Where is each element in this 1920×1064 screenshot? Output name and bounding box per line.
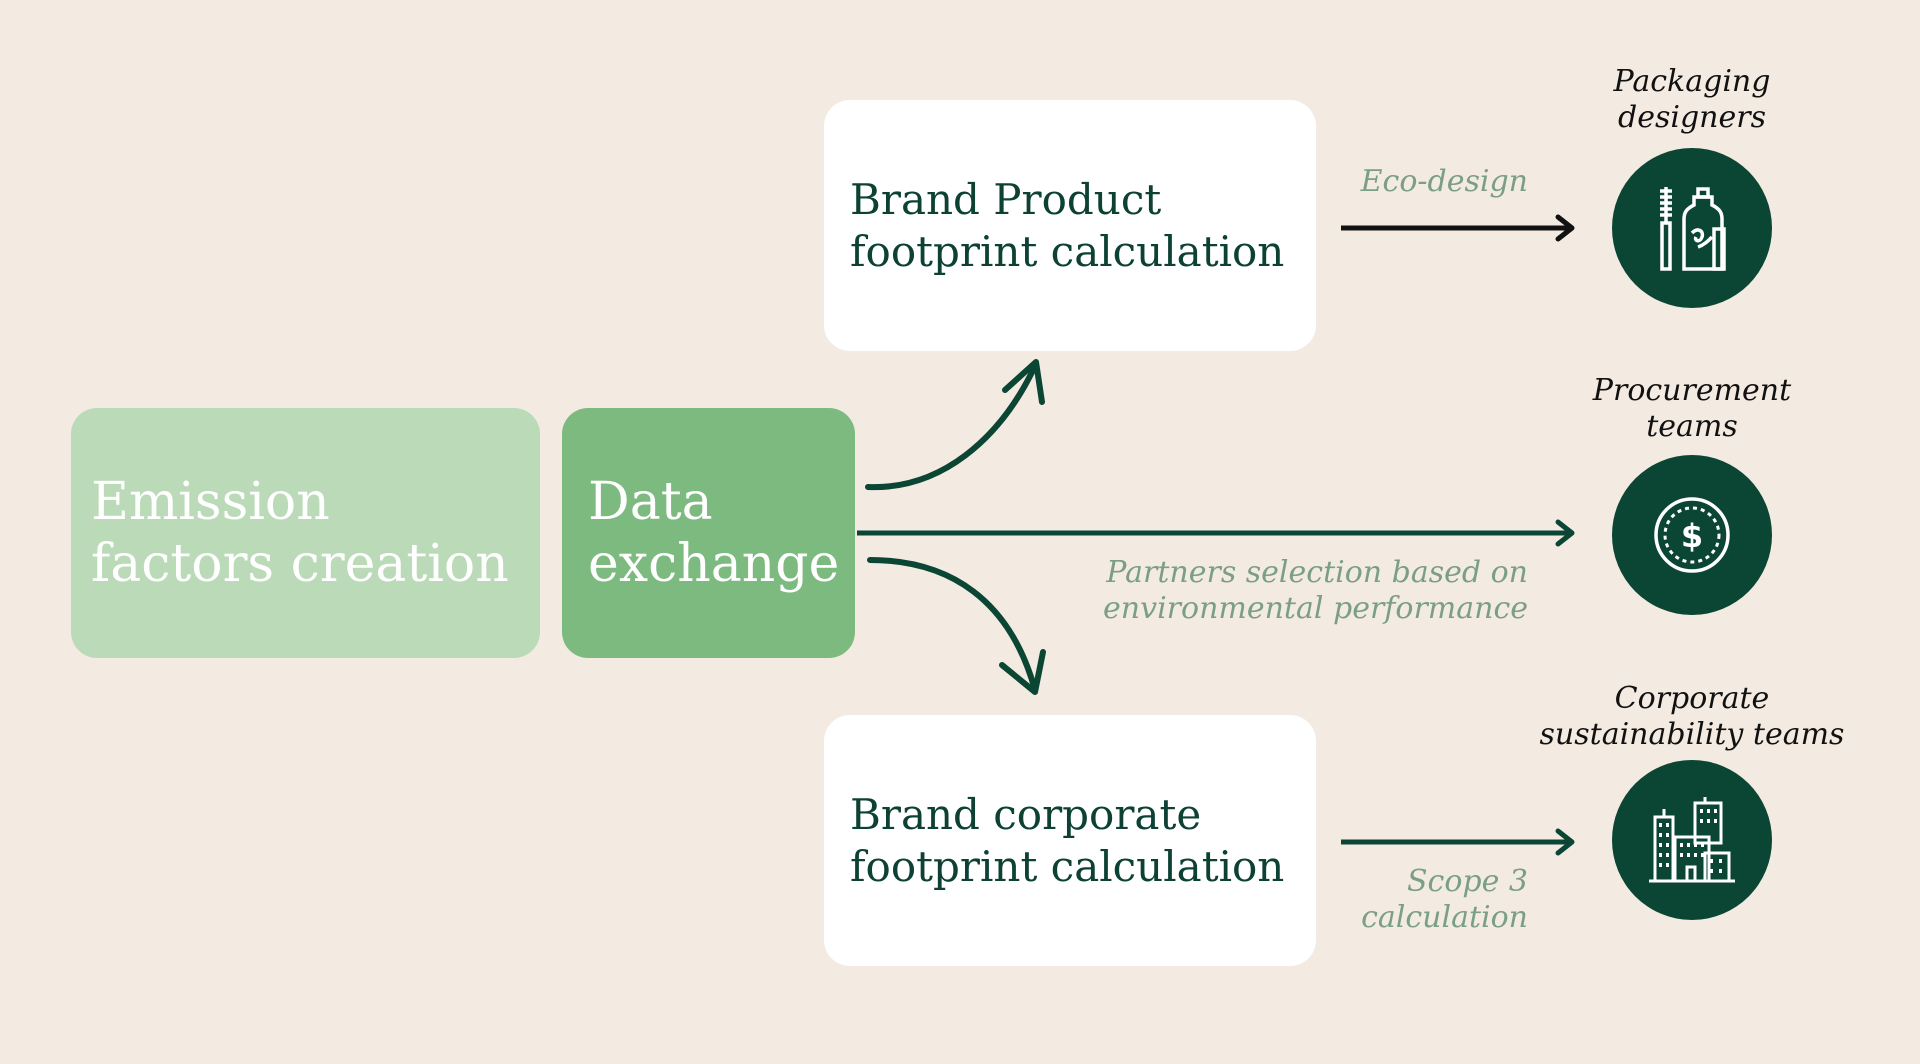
buildings-icon xyxy=(1649,797,1735,883)
audience-corporate-line1: Corporate xyxy=(1614,681,1770,716)
eco-design-label: Eco-design xyxy=(1360,164,1528,199)
arrowhead-scope3 xyxy=(1555,828,1575,856)
partners-line2: environmental performance xyxy=(1103,591,1528,626)
arrow-to-corporate-footprint xyxy=(867,557,1038,693)
product-footprint-line1: Brand Product xyxy=(850,174,1162,224)
product-footprint-box: Brand Product footprint calculation xyxy=(824,100,1316,351)
corporate-footprint-line1: Brand corporate xyxy=(850,789,1202,839)
scope3-line2: calculation xyxy=(1361,900,1528,935)
audience-corporate-line2: sustainability teams xyxy=(1539,717,1845,752)
data-exchange-box: Data exchange xyxy=(562,408,855,658)
arrowhead-eco-design xyxy=(1555,214,1575,242)
scope3-label: Scope 3 calculation xyxy=(1361,864,1528,936)
arrowhead-procurement xyxy=(1555,519,1575,547)
data-exchange-line1: Data xyxy=(588,472,713,532)
product-footprint-line2: footprint calculation xyxy=(850,226,1285,276)
emission-factors-box: Emission factors creation xyxy=(71,408,540,658)
emission-line1: Emission xyxy=(91,472,330,532)
arrowhead-up xyxy=(1002,359,1045,405)
audience-corporate-label: Corporate sustainability teams xyxy=(1532,681,1852,753)
partners-selection-label: Partners selection based on environmenta… xyxy=(1103,555,1528,627)
packaging-designers-circle xyxy=(1612,148,1772,308)
data-exchange-line2: exchange xyxy=(588,534,840,594)
corporate-footprint-line2: footprint calculation xyxy=(850,841,1285,891)
audience-procurement-line2: teams xyxy=(1646,409,1738,444)
dollar-coin-icon: $ xyxy=(1654,497,1730,573)
procurement-teams-circle: $ xyxy=(1612,455,1772,615)
corporate-footprint-box: Brand corporate footprint calculation xyxy=(824,715,1316,966)
audience-packaging-label: Packaging designers xyxy=(1532,64,1852,136)
audience-procurement-label: Procurement teams xyxy=(1532,373,1852,445)
svg-text:$: $ xyxy=(1681,517,1703,555)
audience-procurement-line1: Procurement xyxy=(1592,373,1792,408)
corporate-sustainability-circle xyxy=(1612,760,1772,920)
scope3-line1: Scope 3 xyxy=(1407,864,1528,899)
audience-packaging-line2: designers xyxy=(1618,100,1766,135)
arrow-to-product-footprint xyxy=(865,363,1038,491)
audience-packaging-line1: Packaging xyxy=(1613,64,1771,99)
arrowhead-down xyxy=(999,649,1046,695)
emission-line2: factors creation xyxy=(91,534,509,594)
partners-line1: Partners selection based on xyxy=(1106,555,1528,590)
cosmetics-packaging-icon xyxy=(1660,187,1726,271)
